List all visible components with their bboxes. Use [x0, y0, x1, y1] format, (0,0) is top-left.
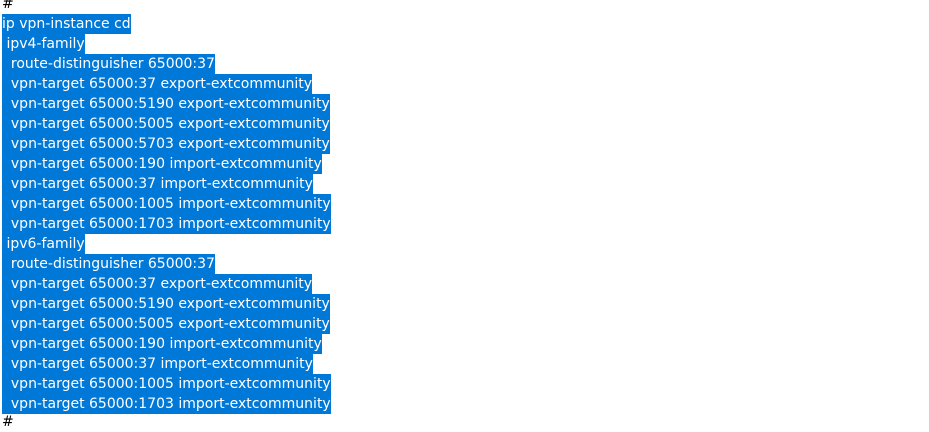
editor-line[interactable]: vpn-target 65000:5190 export-extcommunit… [2, 94, 330, 114]
line-text: vpn-target 65000:1005 import-extcommunit… [2, 374, 331, 394]
editor-line[interactable]: vpn-target 65000:190 import-extcommunity [2, 154, 322, 174]
line-text: vpn-target 65000:37 import-extcommunity [2, 174, 313, 194]
line-text: vpn-target 65000:37 export-extcommunity [2, 74, 313, 94]
line-text: route-distinguisher 65000:37 [2, 254, 215, 274]
editor-line[interactable]: vpn-target 65000:1703 import-extcommunit… [2, 214, 331, 234]
line-text: route-distinguisher 65000:37 [2, 54, 215, 74]
editor-line[interactable]: ipv6-family [2, 234, 85, 254]
line-text: vpn-target 65000:1005 import-extcommunit… [2, 194, 331, 214]
editor-line[interactable]: # [2, 412, 14, 432]
line-text: # [2, 414, 14, 430]
editor-line[interactable]: route-distinguisher 65000:37 [2, 54, 215, 74]
line-text: vpn-target 65000:1703 import-extcommunit… [2, 394, 331, 414]
line-text: vpn-target 65000:1703 import-extcommunit… [2, 214, 331, 234]
line-text: ip vpn-instance cd [2, 14, 131, 34]
line-text: vpn-target 65000:37 import-extcommunity [2, 354, 313, 374]
line-text: ipv4-family [2, 34, 85, 54]
editor-line[interactable]: ip vpn-instance cd [2, 14, 131, 34]
editor-line[interactable]: vpn-target 65000:1005 import-extcommunit… [2, 194, 331, 214]
editor-line[interactable]: vpn-target 65000:37 import-extcommunity [2, 174, 313, 194]
editor-line[interactable]: route-distinguisher 65000:37 [2, 254, 215, 274]
line-text: ipv6-family [2, 234, 85, 254]
editor-line[interactable]: vpn-target 65000:5005 export-extcommunit… [2, 114, 330, 134]
line-text: # [2, 0, 14, 12]
line-text: vpn-target 65000:37 export-extcommunity [2, 274, 313, 294]
editor-line[interactable]: vpn-target 65000:5190 export-extcommunit… [2, 294, 330, 314]
editor-line[interactable]: vpn-target 65000:37 import-extcommunity [2, 354, 313, 374]
line-text: vpn-target 65000:190 import-extcommunity [2, 154, 322, 174]
editor-line[interactable]: vpn-target 65000:1005 import-extcommunit… [2, 374, 331, 394]
editor-line[interactable]: vpn-target 65000:1703 import-extcommunit… [2, 394, 331, 414]
editor-line[interactable]: # [2, 0, 14, 14]
line-text: vpn-target 65000:5703 export-extcommunit… [2, 134, 330, 154]
editor-line[interactable]: ipv4-family [2, 34, 85, 54]
line-text: vpn-target 65000:5005 export-extcommunit… [2, 114, 330, 134]
editor-line[interactable]: vpn-target 65000:37 export-extcommunity [2, 274, 313, 294]
line-text: vpn-target 65000:5190 export-extcommunit… [2, 94, 330, 114]
line-text: vpn-target 65000:5190 export-extcommunit… [2, 294, 330, 314]
editor-line[interactable]: vpn-target 65000:5005 export-extcommunit… [2, 314, 330, 334]
editor-line[interactable]: vpn-target 65000:5703 export-extcommunit… [2, 134, 330, 154]
line-text: vpn-target 65000:190 import-extcommunity [2, 334, 322, 354]
editor-line[interactable]: vpn-target 65000:190 import-extcommunity [2, 334, 322, 354]
editor-line[interactable]: vpn-target 65000:37 export-extcommunity [2, 74, 313, 94]
line-text: vpn-target 65000:5005 export-extcommunit… [2, 314, 330, 334]
